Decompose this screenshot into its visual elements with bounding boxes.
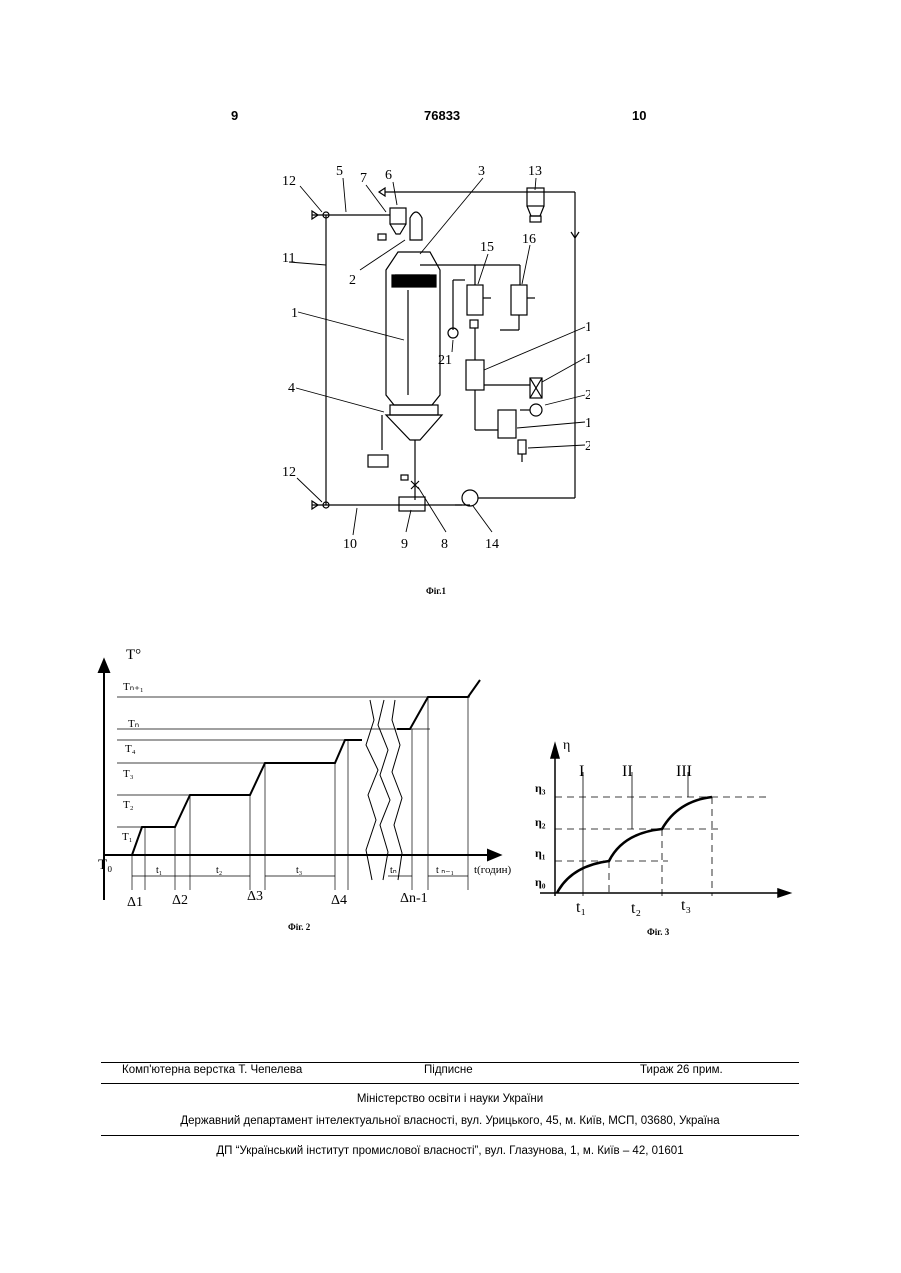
fig1-label-6: 6 (385, 168, 392, 183)
fig1-label-12-top: 12 (282, 174, 296, 189)
fig2-level-tn: Tₙ (128, 718, 139, 730)
fig2-time-axis-label: t(годин) (474, 864, 512, 876)
fig2-delta-4: Δ4 (331, 893, 347, 908)
fig1-label-5: 5 (336, 164, 343, 179)
footer-layout-credit: Комп'ютерна верстка Т. Чепелева (122, 1064, 302, 1076)
fig1-caption: Фіг.1 (426, 586, 446, 596)
fig3-tick-t3: t₃ (681, 897, 691, 914)
fig1-schematic: 1 2 3 4 5 6 7 8 9 10 11 12 12 13 14 15 1… (270, 150, 590, 560)
fig3-stage-iii: III (676, 763, 692, 780)
fig1-label-3: 3 (478, 164, 485, 179)
fig1-label-7: 7 (360, 171, 367, 186)
fig2-level-t3: T₃ (123, 768, 134, 780)
fig1-label-2: 2 (349, 273, 356, 288)
fig3-level-eta3: η₃ (535, 781, 546, 795)
fig1-label-8: 8 (441, 537, 448, 552)
fig2-interval-t1: t₁ (156, 865, 162, 876)
fig1-label-1: 1 (291, 306, 298, 321)
fig2-interval-tn-1: t ₙ₋₁ (436, 865, 454, 876)
fig3-tick-t1: t₁ (576, 899, 586, 916)
fig2-delta-2: Δ2 (172, 893, 188, 908)
fig1-label-13: 13 (528, 164, 542, 179)
fig3-level-eta1: η₁ (535, 846, 546, 860)
footer-rule-middle (101, 1083, 799, 1084)
fig2-graph: T° T₀ T₁ T₂ T₃ T₄ Tₙ Tₙ₊₁ t(годин) t₁ t₂… (95, 640, 515, 930)
fig3-level-eta0: η₀ (535, 875, 546, 889)
page-number-right: 10 (632, 108, 646, 123)
fig2-y-axis-label: T° (126, 647, 141, 663)
footer-signed: Підписне (424, 1064, 473, 1076)
fig1-label-11: 11 (282, 251, 295, 266)
fig3-level-eta2: η₂ (535, 815, 546, 829)
fig2-delta-1: Δ1 (127, 895, 143, 910)
fig1-label-19: 19 (585, 416, 590, 431)
footer-ministry: Міністерство освіти і науки України (101, 1093, 799, 1105)
fig2-level-t2: T₂ (123, 799, 134, 811)
fig2-delta-3: Δ3 (247, 889, 263, 904)
fig2-level-tn1: Tₙ₊₁ (123, 681, 144, 693)
page-number-left: 9 (231, 108, 238, 123)
fig1-label-12-bottom: 12 (282, 465, 296, 480)
fig2-level-t1: T₁ (122, 831, 133, 843)
fig1-label-9: 9 (401, 537, 408, 552)
fig2-interval-t3: t₃ (296, 865, 302, 876)
fig2-delta-n-1: Δn-1 (400, 891, 428, 906)
fig2-interval-tn: tₙ (390, 865, 397, 876)
fig1-label-14: 14 (485, 537, 499, 552)
fig3-tick-t2: t₂ (631, 900, 641, 917)
fig3-y-axis-label: η (563, 738, 570, 753)
fig2-interval-t2: t₂ (216, 865, 222, 876)
footer-institute: ДП “Український інститут промислової вла… (101, 1145, 799, 1157)
fig3-graph: η η₀ η₁ η₂ η₃ I II III t₁ t₂ t₃ (528, 732, 798, 928)
fig1-label-4: 4 (288, 381, 295, 396)
footer-print-run: Тираж 26 прим. (640, 1064, 723, 1076)
footer-rule-top (101, 1062, 799, 1063)
fig2-level-t4: T₄ (125, 743, 136, 755)
fig1-label-20: 20 (585, 439, 590, 454)
footer-rule-bottom (101, 1135, 799, 1136)
fig1-label-21: 21 (438, 353, 452, 368)
fig1-label-16: 16 (522, 232, 536, 247)
fig3-stage-i: I (579, 763, 584, 780)
fig1-label-17: 17 (585, 320, 590, 335)
fig1-label-22: 22 (585, 388, 590, 403)
fig1-label-10: 10 (343, 537, 357, 552)
fig1-label-18: 18 (585, 352, 590, 367)
fig2-caption: Фіг. 2 (288, 922, 310, 932)
patent-number: 76833 (424, 108, 460, 123)
footer-department: Державний департамент інтелектуальної вл… (101, 1115, 799, 1127)
fig3-stage-ii: II (622, 763, 633, 780)
fig2-t0-label: T₀ (98, 857, 112, 873)
fig1-label-15: 15 (480, 240, 494, 255)
fig3-caption: Фіг. 3 (647, 927, 669, 937)
